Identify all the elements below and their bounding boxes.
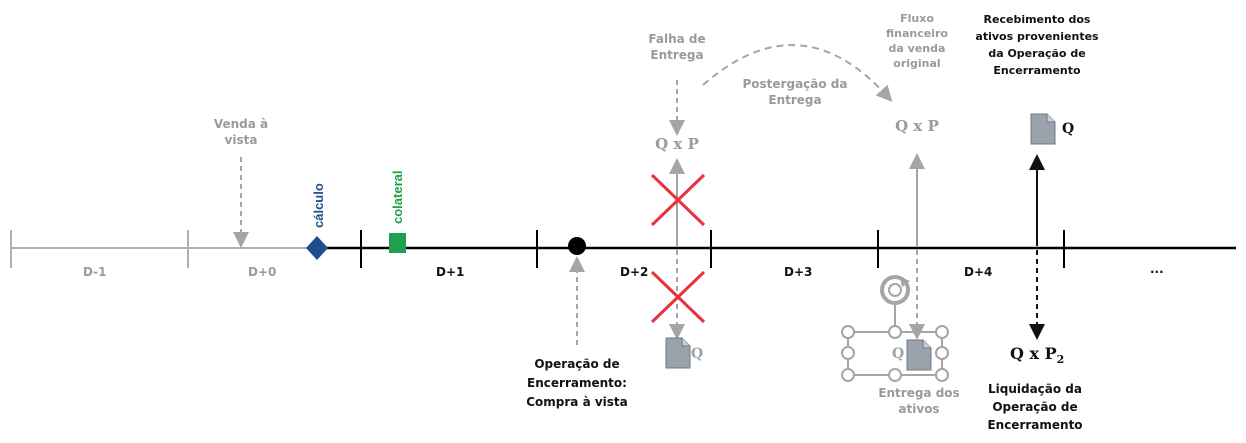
calculo-diamond-marker bbox=[306, 236, 328, 260]
selection-frame bbox=[841, 304, 949, 382]
postergacao-curved-arrow bbox=[702, 44, 893, 102]
liquidacao-label: Liquidação da Operação de Encerramento bbox=[987, 382, 1083, 432]
colateral-label: colateral bbox=[390, 171, 405, 224]
operacao-encerramento-label: Operação de Encerramento: Compra à vista bbox=[526, 357, 628, 409]
cross-icon bbox=[650, 173, 706, 227]
day-label-d0: D+0 bbox=[248, 265, 277, 279]
q-failed-label: Q bbox=[691, 346, 704, 362]
cross-icon bbox=[650, 270, 706, 324]
document-icon bbox=[1030, 113, 1056, 145]
venda-a-vista-label: Venda à vista bbox=[213, 117, 269, 147]
qp-original-formula: Q x P bbox=[895, 117, 939, 135]
day-label-ellipsis: ... bbox=[1150, 262, 1164, 276]
day-label-d-1: D-1 bbox=[83, 265, 107, 279]
qp-failed-formula: Q x P bbox=[655, 135, 699, 153]
day-label-d4: D+4 bbox=[964, 265, 993, 279]
rotate-handle-icon bbox=[880, 275, 910, 305]
q-recebimento-label: Q bbox=[1062, 121, 1075, 137]
document-icon bbox=[906, 339, 932, 371]
fluxo-financeiro-label: Fluxo financeiro da venda original bbox=[886, 12, 948, 70]
day-label-d3: D+3 bbox=[784, 265, 813, 279]
document-icon bbox=[665, 337, 691, 369]
postergacao-label: Postergação da Entrega bbox=[742, 77, 848, 107]
colateral-rectangle-marker bbox=[389, 233, 406, 253]
falha-entrega-label: Falha de Entrega bbox=[648, 32, 706, 62]
calculo-label: cálculo bbox=[311, 183, 326, 228]
encerramento-circle-marker bbox=[568, 237, 586, 255]
recebimento-label: Recebimento dos ativos provenientes da O… bbox=[975, 13, 1099, 77]
day-label-d1: D+1 bbox=[436, 265, 465, 279]
entrega-ativos-label: Entrega dos ativos bbox=[878, 386, 960, 416]
qp2-formula: Q x P2 bbox=[1010, 344, 1065, 367]
q-entrega-label: Q bbox=[892, 346, 905, 362]
day-label-d2: D+2 bbox=[620, 265, 649, 279]
